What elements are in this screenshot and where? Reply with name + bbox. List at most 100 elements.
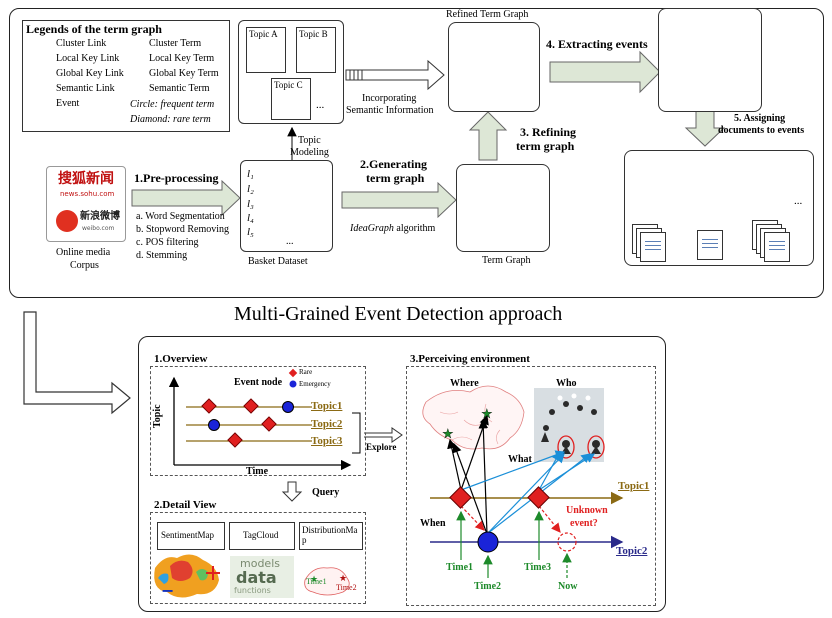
overview-topic1[interactable]: Topic1: [311, 400, 343, 412]
corpus-caption-1: Online media: [56, 247, 111, 258]
rare-legend-label: Rare: [299, 368, 313, 376]
where-label: Where: [450, 378, 479, 389]
refining-title-2: term graph: [516, 139, 575, 153]
overview-topic2[interactable]: Topic2: [311, 418, 343, 430]
overview-box: [150, 366, 366, 476]
emergency-event-node[interactable]: [282, 401, 294, 413]
basket-caption: Basket Dataset: [248, 256, 308, 267]
legend-global-key-link: Global Key Link: [56, 68, 124, 79]
substep-word-segmentation: a. Word Segmentation: [136, 211, 225, 222]
incorporating-label-1: Incorporating: [362, 93, 417, 104]
ideagraph-caption: IdeaGraph algorithm: [350, 224, 435, 234]
unknown-event-node[interactable]: [557, 532, 577, 552]
ideagraph-name: IdeaGraph: [350, 223, 394, 234]
emergency-event-node[interactable]: [208, 419, 220, 431]
basket-row-2: l₂: [247, 183, 254, 195]
topic-modeling-label-2: Modeling: [290, 147, 329, 158]
incorporating-label-2: Semantic Information: [346, 105, 434, 116]
when-label: When: [420, 518, 446, 529]
corpus-caption-2: Corpus: [70, 260, 99, 271]
emergency-legend-label: Emergency: [299, 380, 331, 388]
refined-graph-box: [448, 22, 540, 112]
preprocessing-title: 1.Pre-processing: [134, 171, 219, 185]
arrow-generate: [341, 181, 457, 219]
tag-cloud-word: data: [236, 568, 277, 587]
pipeline-panel: [9, 8, 824, 298]
tab-tag-cloud[interactable]: [229, 522, 295, 550]
legend-global-key-term: Global Key Term: [149, 68, 219, 79]
docs-ellipsis: ...: [794, 195, 803, 207]
perceiving-box: [406, 366, 656, 606]
arrow-refine-up: [468, 111, 508, 161]
extracting-title: 4. Extracting events: [546, 37, 648, 51]
legend-local-key-link: Local Key Link: [56, 53, 120, 64]
rare-event-node[interactable]: [201, 398, 217, 414]
basket-row-1: l₁: [247, 168, 254, 180]
refined-graph-title: Refined Term Graph: [446, 9, 529, 20]
legend-event: Event: [56, 98, 80, 109]
basket-ellipsis: ...: [286, 236, 294, 247]
legend-semantic-term: Semantic Term: [149, 83, 210, 94]
basket-row-5: l₅: [247, 226, 254, 238]
overview-title: 1.Overview: [154, 353, 208, 365]
generating-title-1: 2.Generating: [360, 157, 427, 171]
topic-a-label: Topic A: [249, 29, 278, 39]
svg-text:−: −: [161, 581, 174, 600]
rare-event-node[interactable]: [527, 486, 550, 509]
perceive-topic2[interactable]: Topic2: [616, 545, 648, 557]
topic-c-label: Topic C: [274, 80, 303, 90]
term-graph-caption: Term Graph: [482, 255, 531, 266]
sohu-logo-sub: news.sohu.com: [60, 190, 115, 198]
bottom-panel: [138, 336, 666, 612]
basket-row-4: l₄: [247, 212, 254, 224]
rare-event-node[interactable]: [261, 416, 277, 432]
term-graph-box: [456, 164, 550, 252]
detail-time2: Time2: [336, 583, 357, 592]
time1-label: Time1: [446, 562, 474, 573]
overview-topic3[interactable]: Topic3: [311, 435, 343, 447]
rare-event-node[interactable]: [227, 432, 243, 448]
legend-semantic-link: Semantic Link: [56, 83, 115, 94]
perceive-topic1[interactable]: Topic1: [618, 480, 650, 492]
weibo-icon: [56, 210, 78, 232]
document-icon: [764, 232, 790, 262]
basket-row-3: l₃: [247, 198, 254, 210]
generating-title-2: term graph: [366, 171, 425, 185]
tab-sentiment-map-label: SentimentMap: [161, 530, 214, 540]
tab-distribution-map[interactable]: [299, 522, 363, 550]
arrow-to-bottom-panel: [23, 311, 131, 415]
legend-note-circle: Circle: frequent term: [130, 99, 215, 110]
approach-title: Multi-Grained Event Detection approach: [234, 303, 563, 325]
arrow-preprocess: [131, 179, 241, 217]
topic-a-box: [246, 27, 286, 73]
sohu-logo: 搜狐新闻: [58, 171, 114, 187]
emergency-event-node[interactable]: [477, 531, 499, 553]
legend-note-diamond: Diamond: rare term: [130, 114, 211, 125]
time2-label: Time2: [474, 581, 502, 592]
legend-cluster-link: Cluster Link: [56, 38, 107, 49]
detail-view-box: [150, 512, 366, 604]
tag-cloud-word: functions: [234, 586, 271, 595]
time3-label: Time3: [524, 562, 552, 573]
rare-event-node[interactable]: [449, 486, 472, 509]
detail-view-graphics: − ★ ★: [154, 554, 350, 600]
detail-view-title: 2.Detail View: [154, 499, 217, 511]
detail-time1: Time1: [306, 577, 327, 586]
what-label: What: [508, 454, 532, 465]
tab-sentiment-map[interactable]: [157, 522, 225, 550]
topic-modeling-label-1: Topic: [298, 135, 321, 146]
rare-event-node[interactable]: [243, 398, 259, 414]
arrow-incorporate: [345, 59, 445, 91]
tag-cloud-word: models: [240, 557, 280, 570]
legend-cluster-term: Cluster Term: [149, 38, 202, 49]
now-label: Now: [558, 581, 578, 592]
substep-stopword-removing: b. Stopword Removing: [136, 224, 230, 235]
substep-stemming: d. Stemming: [136, 250, 188, 261]
substep-pos-filtering: c. POS filtering: [136, 237, 199, 248]
svg-text:★: ★: [442, 427, 454, 442]
legend-local-key-term: Local Key Term: [149, 53, 215, 64]
ideagraph-suffix: algorithm: [393, 223, 436, 234]
tab-distribution-map-label: DistributionMap: [302, 525, 358, 546]
assigning-title-1: 5. Assigning: [734, 113, 786, 124]
